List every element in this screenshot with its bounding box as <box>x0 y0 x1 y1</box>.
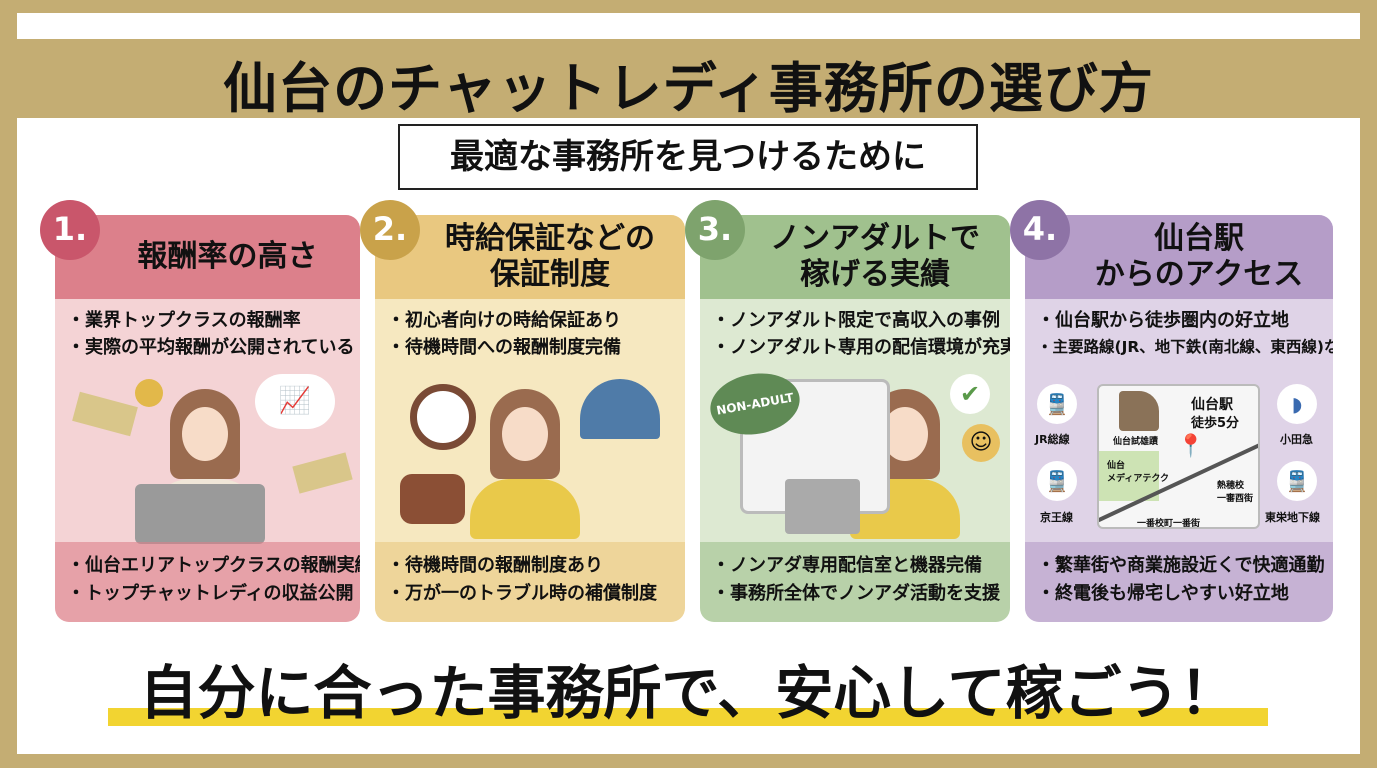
wallet-icon <box>400 474 465 524</box>
yen-coin-icon <box>292 452 353 494</box>
bullet: ・業界トップクラスの報酬率 <box>67 310 301 331</box>
station-label: 仙台駅 <box>1191 397 1233 413</box>
card-4: 仙台駅 からのアクセス ・仙台駅から徒歩圏内の好立地 ・主要路線(JR、地下鉄(… <box>1025 215 1333 622</box>
chart-bubble-icon: 📈 <box>255 374 335 429</box>
card-number-badge: 3. <box>685 200 745 260</box>
bullet: ・事務所全体でノンアダ活動を支援 <box>712 583 1000 604</box>
card-3: ノンアダルトで 稼げる実績 ・ノンアダルト限定で高収入の事例 ・ノンアダルト専用… <box>700 215 1010 622</box>
page-title: 仙台のチャットレディ事務所の選び方 <box>223 57 1154 120</box>
line-label: 東栄地下線 <box>1265 511 1320 524</box>
bullet: ・終電後も帰宅しやすい好立地 <box>1037 583 1289 604</box>
card-bottom-bullets: ・ノンアダ専用配信室と機器完備 ・事務所全体でノンアダ活動を支援 <box>700 542 1010 622</box>
line-label: 京王線 <box>1040 511 1073 524</box>
yen-coin-icon <box>135 379 163 407</box>
odakyu-icon: ◗ <box>1277 384 1317 424</box>
card-title: ノンアダルトで 稼げる実績 <box>700 215 1010 299</box>
check-bubble-icon: ✔ <box>950 374 990 414</box>
laptop-icon <box>135 484 265 544</box>
top-strip <box>17 13 1360 39</box>
card-bottom-bullets: ・待機時間の報酬制度あり ・万が一のトラブル時の補償制度 <box>375 542 685 622</box>
laptop-icon <box>785 479 860 534</box>
train-icon: 🚆 <box>1037 384 1077 424</box>
statue-icon <box>1119 391 1159 431</box>
bullet: ・仙台エリアトップクラスの報酬実績 <box>67 555 360 576</box>
bullet: ・待機時間への報酬制度完備 <box>387 337 621 358</box>
card-title: 時給保証などの 保証制度 <box>375 215 685 299</box>
bullet: ・繁華街や商業施設近くで快適通勤 <box>1037 555 1325 576</box>
train-icon: 🚆 <box>1277 461 1317 501</box>
card-title: 仙台駅 からのアクセス <box>1025 215 1333 299</box>
shield-umbrella-icon <box>580 379 660 439</box>
card-bottom-bullets: ・繁華街や商業施設近くで快適通勤 ・終電後も帰宅しやすい好立地 <box>1025 542 1333 622</box>
card-illustration: 🚆 JR総線 🚆 京王線 ◗ 小田急 🚆 東栄地下線 仙台駅 徒歩5分 📍 仙台… <box>1025 369 1333 545</box>
card-number-badge: 4. <box>1010 200 1070 260</box>
card-number-badge: 2. <box>360 200 420 260</box>
park-area <box>1099 451 1159 501</box>
card-illustration <box>375 369 685 545</box>
location-pin-icon: 📍 <box>1177 434 1205 459</box>
bullet: ・ノンアダルト限定で高収入の事例 <box>712 310 1000 331</box>
woman-shirt <box>470 479 580 539</box>
yen-coin-icon <box>72 391 138 437</box>
landmark-label: 仙台試雄蹟 <box>1113 437 1159 447</box>
bullet: ・ノンアダルト専用の配信環境が充実 <box>712 337 1010 358</box>
bullet: ・初心者向けの時給保証あり <box>387 310 621 331</box>
bullet: ・主要路線(JR、地下鉄(南北線、東西線)など)利用可 <box>1037 338 1333 356</box>
bullet: ・実際の平均報酬が公開されている <box>67 337 355 358</box>
card-bullets: ・初心者向けの時給保証あり ・待機時間への報酬制度完備 <box>375 299 685 369</box>
card-illustration: 📈 <box>55 369 360 545</box>
bullet: ・トップチャットレディの収益公開 <box>67 583 354 604</box>
card-number-badge: 1. <box>40 200 100 260</box>
card-2: 時給保証などの 保証制度 ・初心者向けの時給保証あり ・待機時間への報酬制度完備… <box>375 215 685 622</box>
clock-icon <box>410 384 476 450</box>
card-1: 報酬率の高さ ・業界トップクラスの報酬率 ・実際の平均報酬が公開されている 📈 … <box>55 215 360 622</box>
woman-face <box>182 407 228 461</box>
line-label: JR総線 <box>1035 433 1070 446</box>
card-bullets: ・仙台駅から徒歩圏内の好立地 ・主要路線(JR、地下鉄(南北線、東西線)など)利… <box>1025 299 1333 369</box>
bullet: ・仙台駅から徒歩圏内の好立地 <box>1037 310 1289 331</box>
smile-icon: ☺ <box>962 424 1000 462</box>
landmark-label: 熱穂校 一審酉街 <box>1217 481 1254 504</box>
train-icon: 🚆 <box>1037 461 1077 501</box>
subtitle-box: 最適な事務所を見つけるために <box>398 124 978 190</box>
tagline-underline <box>108 708 1268 726</box>
woman-face <box>502 407 548 461</box>
bullet: ・待機時間の報酬制度あり <box>387 555 603 576</box>
landmark-label: 仙台 メディアテクク <box>1107 461 1170 484</box>
card-title: 報酬率の高さ <box>55 215 360 299</box>
card-bullets: ・ノンアダルト限定で高収入の事例 ・ノンアダルト専用の配信環境が充実 <box>700 299 1010 369</box>
landmark-label: 一番校町一番街 <box>1137 519 1201 529</box>
walk-time-label: 徒歩5分 <box>1191 416 1240 431</box>
bullet: ・万が一のトラブル時の補償制度 <box>387 583 657 604</box>
line-label: 小田急 <box>1280 433 1313 446</box>
card-illustration: NON-ADULT ✔ ☺ <box>700 366 1010 545</box>
tagline: 自分に合った事務所で、安心して稼ごう！ <box>139 659 1238 727</box>
area-map: 仙台駅 徒歩5分 📍 仙台試雄蹟 仙台 メディアテクク 熱穂校 一審酉街 一番校… <box>1097 384 1260 529</box>
bullet: ・ノンアダ専用配信室と機器完備 <box>712 555 982 576</box>
card-bullets: ・業界トップクラスの報酬率 ・実際の平均報酬が公開されている <box>55 299 360 369</box>
card-bottom-bullets: ・仙台エリアトップクラスの報酬実績 ・トップチャットレディの収益公開 <box>55 542 360 622</box>
